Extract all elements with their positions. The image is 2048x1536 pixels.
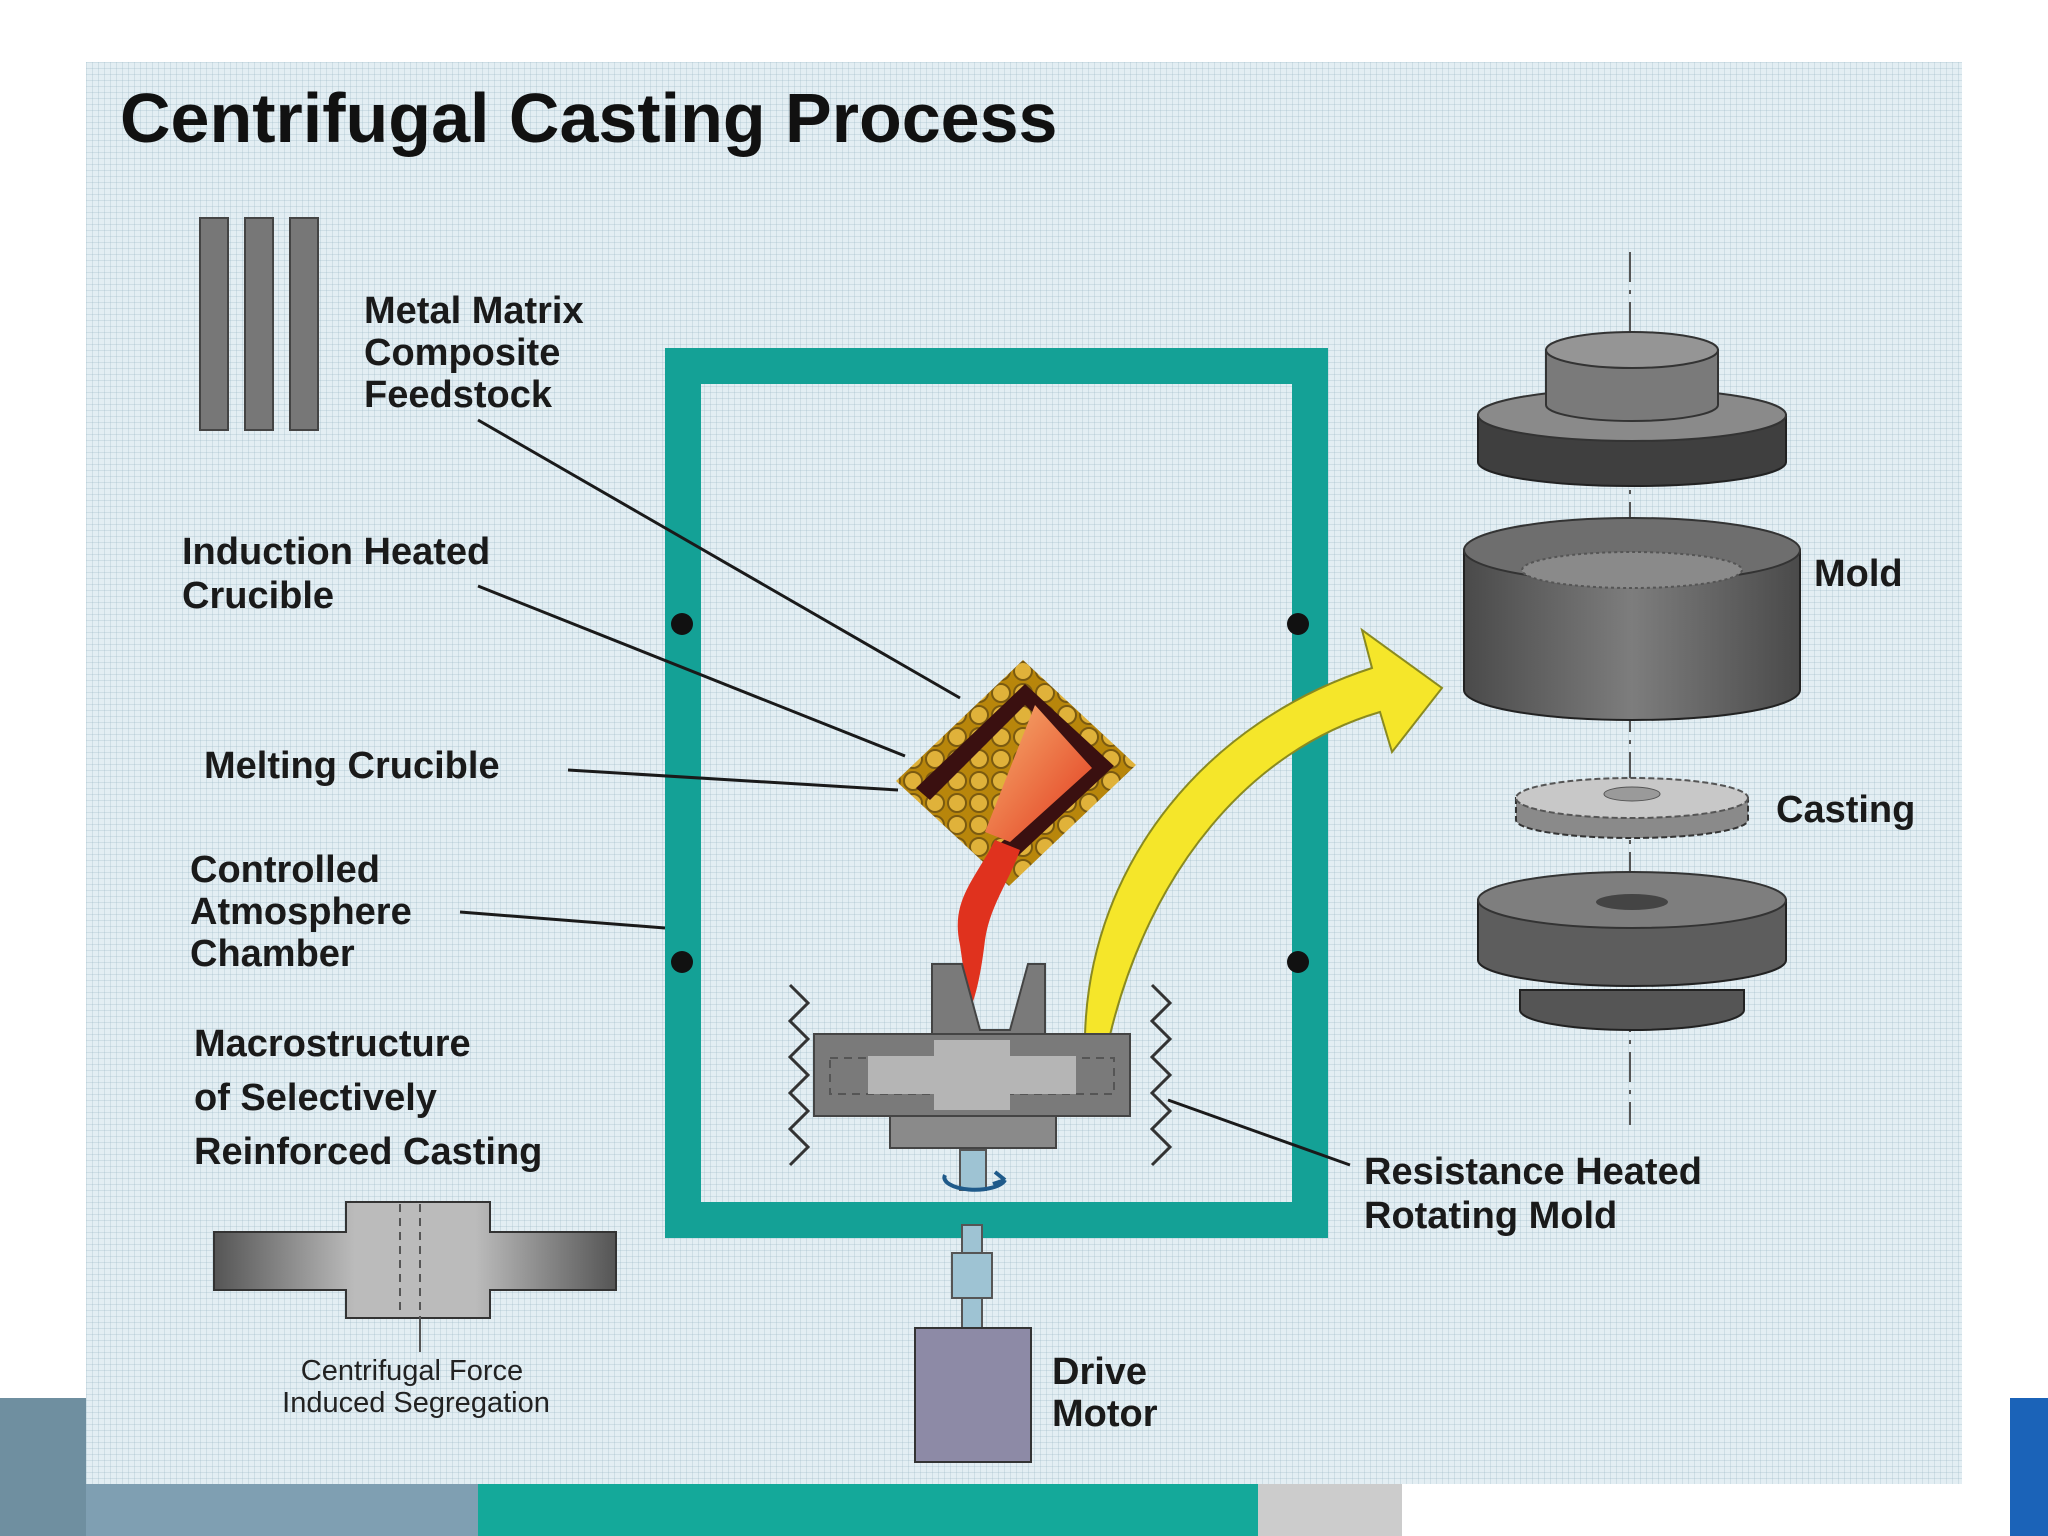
chamber-label: Controlled Atmosphere Chamber [190, 849, 422, 975]
drive-shaft [951, 1224, 993, 1329]
feedstock-label: Metal Matrix Composite Feedstock [364, 290, 594, 416]
mold-label: Mold [1814, 553, 1903, 595]
diagram-title: Centrifugal Casting Process [120, 79, 1057, 157]
heater-coil-right [1149, 983, 1173, 1167]
drive-motor-label: Drive Motor [1052, 1351, 1158, 1435]
heater-coil-left [787, 983, 811, 1167]
melting-crucible-label: Melting Crucible [204, 745, 500, 787]
exploded-mold-view [1463, 252, 1801, 1125]
casting-label: Casting [1776, 789, 1915, 831]
induction-crucible-label: Induction Heated Crucible [182, 531, 501, 617]
leader-lines [459, 418, 1351, 1167]
atmosphere-chamber [665, 348, 1328, 1238]
macrostructure-label: Macrostructure of Selectively Reinforced… [194, 1023, 542, 1173]
transfer-arrow [1083, 627, 1444, 1036]
melting-crucible [896, 660, 1136, 886]
segregation-label: Centrifugal Force Induced Segregation [282, 1355, 550, 1419]
rotating-mold-assembly [813, 963, 1131, 1192]
footer-strip [0, 1398, 2048, 1536]
macrostructure-cross-section [213, 1201, 617, 1352]
drive-motor [914, 1327, 1032, 1463]
feedstock-bars [199, 217, 319, 431]
molten-metal-stream [957, 840, 1020, 1010]
rotating-mold-label: Resistance Heated Rotating Mold [1364, 1151, 1713, 1237]
